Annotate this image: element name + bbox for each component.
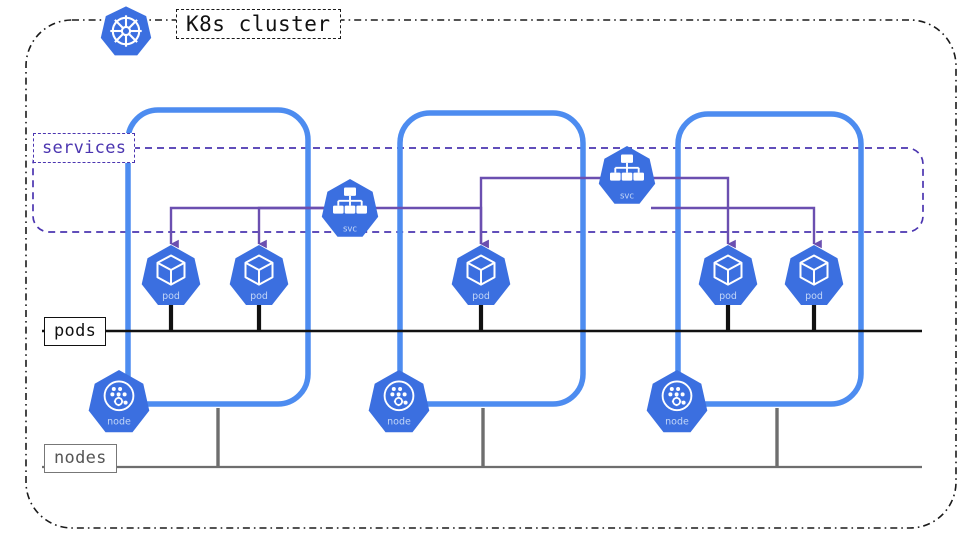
node-caption-3: node [665, 417, 689, 428]
svc1-to-pod3 [374, 206, 489, 249]
node-icon-1[interactable]: node [88, 370, 150, 433]
pod-icon-4[interactable]: pod [698, 245, 758, 305]
pod-icon-1[interactable]: pod [141, 245, 201, 305]
services-label: services [33, 133, 136, 163]
nodes-label: nodes [44, 444, 117, 473]
pod-icon-3[interactable]: pod [451, 245, 511, 305]
deployment-shape-3 [675, 111, 864, 407]
service-icon-2[interactable]: svc [598, 146, 656, 204]
svc1-to-pod2 [257, 206, 326, 249]
service-icon-1[interactable]: svc [321, 179, 379, 237]
svc2-to-pod5 [651, 206, 822, 249]
services-boundary [32, 147, 924, 233]
pod-icon-5[interactable]: pod [784, 245, 844, 305]
pods-label: pods [44, 317, 107, 346]
deployment-shapes [125, 107, 864, 407]
pod-caption-3: pod [472, 291, 490, 302]
node-stems [216, 408, 779, 467]
node-icon-2[interactable]: node [368, 370, 430, 433]
kubernetes-helm-icon [100, 6, 152, 56]
node-caption-1: node [107, 417, 131, 428]
cluster-label: K8s cluster [176, 9, 341, 39]
service-caption-2: svc [620, 192, 634, 202]
pod-caption-4: pod [719, 291, 737, 302]
pod-caption-5: pod [805, 291, 823, 302]
node-caption-2: node [387, 417, 411, 428]
cluster-boundary [25, 19, 957, 529]
svc2-to-pod4 [651, 176, 736, 249]
service-connections [169, 176, 822, 249]
pod-caption-1: pod [162, 291, 180, 302]
deployment-shape-1 [125, 107, 311, 407]
svc2-to-pod3 [479, 176, 603, 249]
node-icon-3[interactable]: node [646, 370, 708, 433]
pod-icon-2[interactable]: pod [229, 245, 289, 305]
svc1-to-pod1 [169, 206, 326, 249]
deployment-shape-2 [397, 110, 586, 407]
pod-caption-2: pod [250, 291, 268, 302]
service-caption-1: svc [343, 225, 357, 235]
